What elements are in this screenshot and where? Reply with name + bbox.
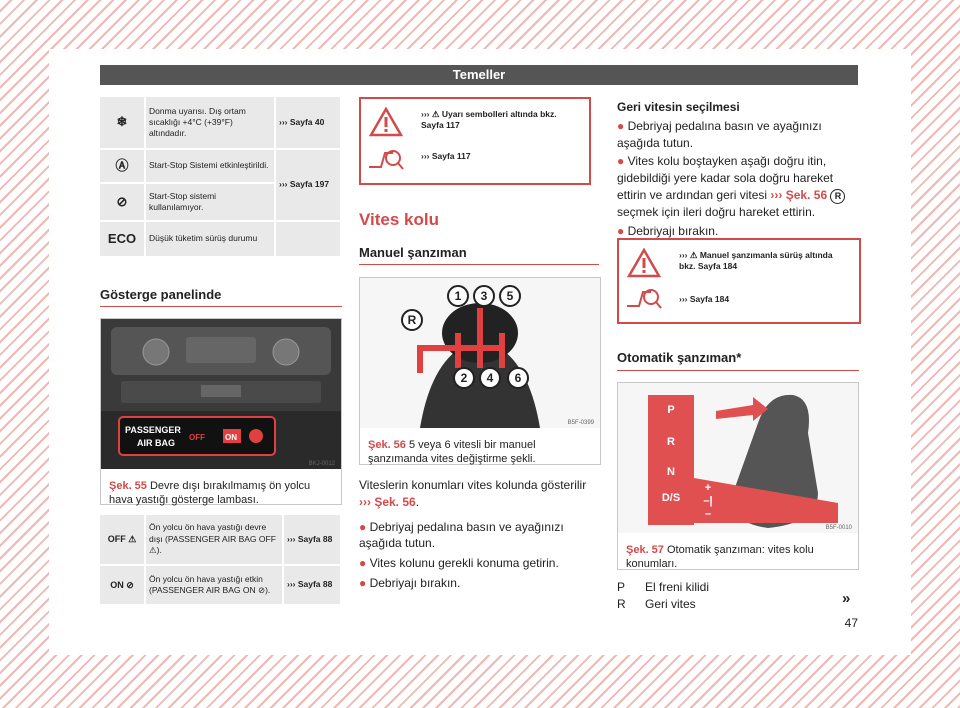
gear-letter: R [667, 436, 675, 448]
environment-note-icon [627, 289, 662, 309]
figure-code: BKJ-0012 [308, 461, 335, 467]
subsection-manual: Manuel şanzıman [359, 245, 467, 260]
figure-55: PASSENGER AIR BAG OFF ON BKJ-0012 Şek. 5… [100, 318, 342, 506]
page-number: 47 [844, 616, 858, 630]
figure-55-caption: Şek. 55 Devre dışı bırakılmamış ön yolcu… [101, 474, 341, 513]
warning-line-2: ››› Sayfa 117 [421, 151, 471, 161]
environment-note-icon [369, 150, 404, 170]
bullet-item: ● Debriyaj pedalına basın ve ayağınızı a… [617, 118, 822, 150]
manual-gear-illustration: 1 3 5 2 4 6 R [360, 278, 600, 428]
start-stop-icon: Ⓐ [100, 149, 146, 184]
heading-reverse: Geri vitesin seçilmesi [617, 100, 740, 114]
section-title-gear-lever: Vites kolu [359, 210, 439, 229]
gear-label: 6 [515, 371, 522, 385]
warning-line-1: ››› ⚠ Uyarı sembolleri altında bkz. Sayf… [421, 109, 557, 131]
paragraph: Viteslerin konumları vites kolunda göste… [359, 478, 587, 509]
page-header: Temeller [100, 65, 858, 85]
gear-letter: P [667, 404, 674, 416]
warning-triangle-icon [627, 248, 661, 278]
gear-sign: – [705, 508, 711, 520]
table-cell-ref: ››› Sayfa 88 [283, 565, 342, 606]
gear-label: 3 [481, 289, 488, 303]
table-row: Ⓐ Start-Stop Sistemi etkinleştirildi. ››… [100, 149, 342, 222]
table-row: ON ⊘ Ön yolcu ön hava yastığı etkin (PAS… [100, 565, 342, 606]
bullet-item: ● Debriyajı bırakın. [359, 575, 461, 590]
indicator-table: ❄ Donma uyarısı. Dış ortam sıcaklığı +4°… [100, 97, 342, 258]
warning-line-1: ››› ⚠ Manuel şanzımanla sürüş altında bk… [679, 250, 833, 272]
figure-label: Şek. 57 [626, 544, 664, 556]
divider [359, 264, 599, 265]
bullet-item: ● Debriyajı bırakın. [617, 223, 719, 238]
table-cell-desc: Düşük tüketim sürüş durumu [145, 221, 276, 258]
gear-label: 5 [507, 289, 514, 303]
divider [100, 306, 342, 307]
continue-mark: » [842, 590, 851, 607]
table-row: OFF ⚠ Ön yolcu ön hava yastığı devre dış… [100, 515, 342, 566]
table-row: ⊘ Start-Stop sistemi kullanılamıyor. [100, 183, 341, 222]
figure-ref-link[interactable]: ››› Şek. 56 [770, 187, 828, 202]
figure-56-caption: Şek. 56 5 veya 6 vitesli bir manuel şanz… [360, 433, 600, 472]
figure-57: P R N D/S + –| – B5F-0010 Şek. 57 Otomat… [617, 382, 859, 570]
figure-label: Şek. 55 [109, 480, 147, 492]
figure-code: B5F-0399 [567, 420, 594, 426]
snowflake-icon: ❄ [100, 97, 146, 150]
gear-label: 4 [487, 371, 494, 385]
warning-line-2: ››› Sayfa 184 [679, 294, 730, 304]
divider [617, 370, 859, 371]
bullet-item: ● Vites kolunu gerekli konuma getirin. [359, 556, 559, 571]
eco-icon: ECO [100, 221, 146, 258]
reverse-gear-text: Geri vitesin seçilmesi ● Debriyaj pedalı… [617, 99, 859, 240]
caption-text: Otomatik şanzıman: vites kolu konumları. [626, 544, 814, 571]
table-row: ECO Düşük tüketim sürüş durumu [100, 221, 342, 258]
warning-triangle-icon [369, 107, 403, 137]
figure-57-caption: Şek. 57 Otomatik şanzıman: vites kolu ko… [618, 538, 858, 577]
panel-text-airbag: AIR BAG [137, 438, 175, 448]
gear-label: 1 [455, 289, 462, 303]
figure-ref-link[interactable]: ››› Şek. 56 [359, 494, 416, 509]
panel-text-on: ON [225, 433, 237, 442]
table-cell-desc: Donma uyarısı. Dış ortam sıcaklığı +4°C … [145, 97, 276, 150]
gear-label: 2 [461, 371, 468, 385]
warning-box-1: ››› ⚠ Uyarı sembolleri altında bkz. Sayf… [359, 97, 591, 185]
gear-letter: D/S [662, 492, 680, 504]
gear-letter: N [667, 466, 675, 478]
table-row: ❄ Donma uyarısı. Dış ortam sıcaklığı +4°… [100, 97, 342, 150]
bullet-item: ● Debriyaj pedalına basın ve ayağınızı a… [359, 519, 564, 551]
airbag-off-icon: OFF ⚠ [100, 515, 146, 566]
section-title-automatic: Otomatik şanzıman* [617, 350, 742, 365]
panel-text-off: OFF [189, 433, 205, 442]
gear-sign: + [705, 482, 711, 494]
caption-text: 5 veya 6 vitesli bir manuel şanzımanda v… [368, 439, 536, 466]
airbag-table: OFF ⚠ Ön yolcu ön hava yastığı devre dış… [100, 515, 342, 606]
panel-text-passenger: PASSENGER [125, 425, 181, 435]
manual-text: Viteslerin konumları vites kolunda göste… [359, 477, 599, 592]
table-cell-desc: Start-Stop Sistemi etkinleştirildi. [145, 149, 276, 184]
table-cell-desc: Ön yolcu ön hava yastığı etkin (PASSENGE… [145, 565, 284, 606]
figure-code: B5F-0010 [825, 525, 852, 531]
table-cell-desc: Ön yolcu ön hava yastığı devre dışı (PAS… [145, 515, 284, 566]
gear-sign: –| [703, 495, 712, 507]
warning-box-2: ››› ⚠ Manuel şanzımanla sürüş altında bk… [617, 238, 861, 324]
table-cell-ref [275, 221, 342, 258]
table-cell-ref: ››› Sayfa 197 [275, 149, 342, 222]
gear-label: R [408, 313, 417, 327]
start-stop-off-icon: ⊘ [100, 183, 146, 222]
automatic-gear-illustration: P R N D/S + –| – [618, 383, 858, 533]
figure-56: 1 3 5 2 4 6 R B5F-0399 Şek. 56 5 veya 6 … [359, 277, 601, 465]
table-cell-ref: ››› Sayfa 40 [275, 97, 342, 150]
reverse-circle-icon: R [830, 188, 846, 204]
table-cell-ref: ››› Sayfa 88 [283, 515, 342, 566]
table-cell-desc: Start-Stop sistemi kullanılamıyor. [145, 183, 276, 222]
caption-text: Devre dışı bırakılmamış ön yolcu hava ya… [109, 480, 311, 507]
section-title-dashboard: Gösterge panelinde [100, 287, 222, 302]
figure-label: Şek. 56 [368, 439, 406, 451]
dashboard-illustration: PASSENGER AIR BAG OFF ON [101, 319, 341, 469]
airbag-on-icon: ON ⊘ [100, 565, 146, 606]
bullet-item: ● Vites kolu boştayken aşağı doğru itin,… [617, 153, 859, 220]
